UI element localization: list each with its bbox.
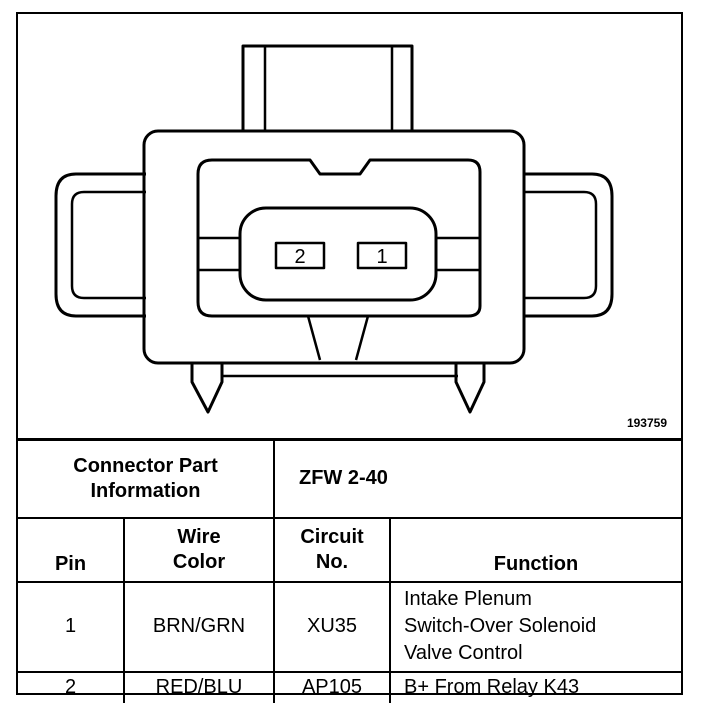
connector-drawing: 2 1 [54,44,614,414]
left-foot [190,363,224,414]
key-notch [306,315,370,361]
pin-2-box [274,241,326,270]
part-info-value: ZFW 2-40 [273,438,681,519]
table-row: 1 BRN/GRN XU35 Intake Plenum Switch-Over… [18,580,681,673]
row-wire-color: RED/BLU [123,670,275,703]
header-function: Function [389,516,681,583]
row-pin: 2 [18,670,125,703]
pin-2-label: 2 [294,246,305,268]
connector-face [196,158,482,318]
header-row: Pin Wire Color Circuit No. Function [18,516,681,583]
figure-id: 193759 [626,416,667,430]
part-info-row: Connector Part Information ZFW 2-40 [18,438,681,519]
row-pin: 1 [18,580,125,673]
table-row: 2 RED/BLU AP105 B+ From Relay K43 [18,670,681,703]
row-circuit: XU35 [273,580,391,673]
connector-body [142,129,526,365]
pin-1-label: 1 [376,246,387,268]
row-function: B+ From Relay K43 [389,670,681,703]
right-foot [454,363,486,414]
connector-latch [241,44,414,131]
header-wire-color: Wire Color [123,516,275,583]
left-mounting-ear [54,172,146,318]
right-mounting-ear [524,172,614,318]
terminal-cavity [238,206,438,302]
row-wire-color: BRN/GRN [123,580,275,673]
header-pin: Pin [18,516,125,583]
row-function: Intake Plenum Switch-Over Solenoid Valve… [389,580,681,673]
row-circuit: AP105 [273,670,391,703]
connector-info-table: Connector Part Information ZFW 2-40 Pin … [18,438,681,703]
pin-1-box [356,241,408,270]
connector-diagram: 2 1 193759 Connector Part Information ZF… [16,12,683,703]
part-info-label: Connector Part Information [18,438,275,519]
header-circuit: Circuit No. [273,516,391,583]
